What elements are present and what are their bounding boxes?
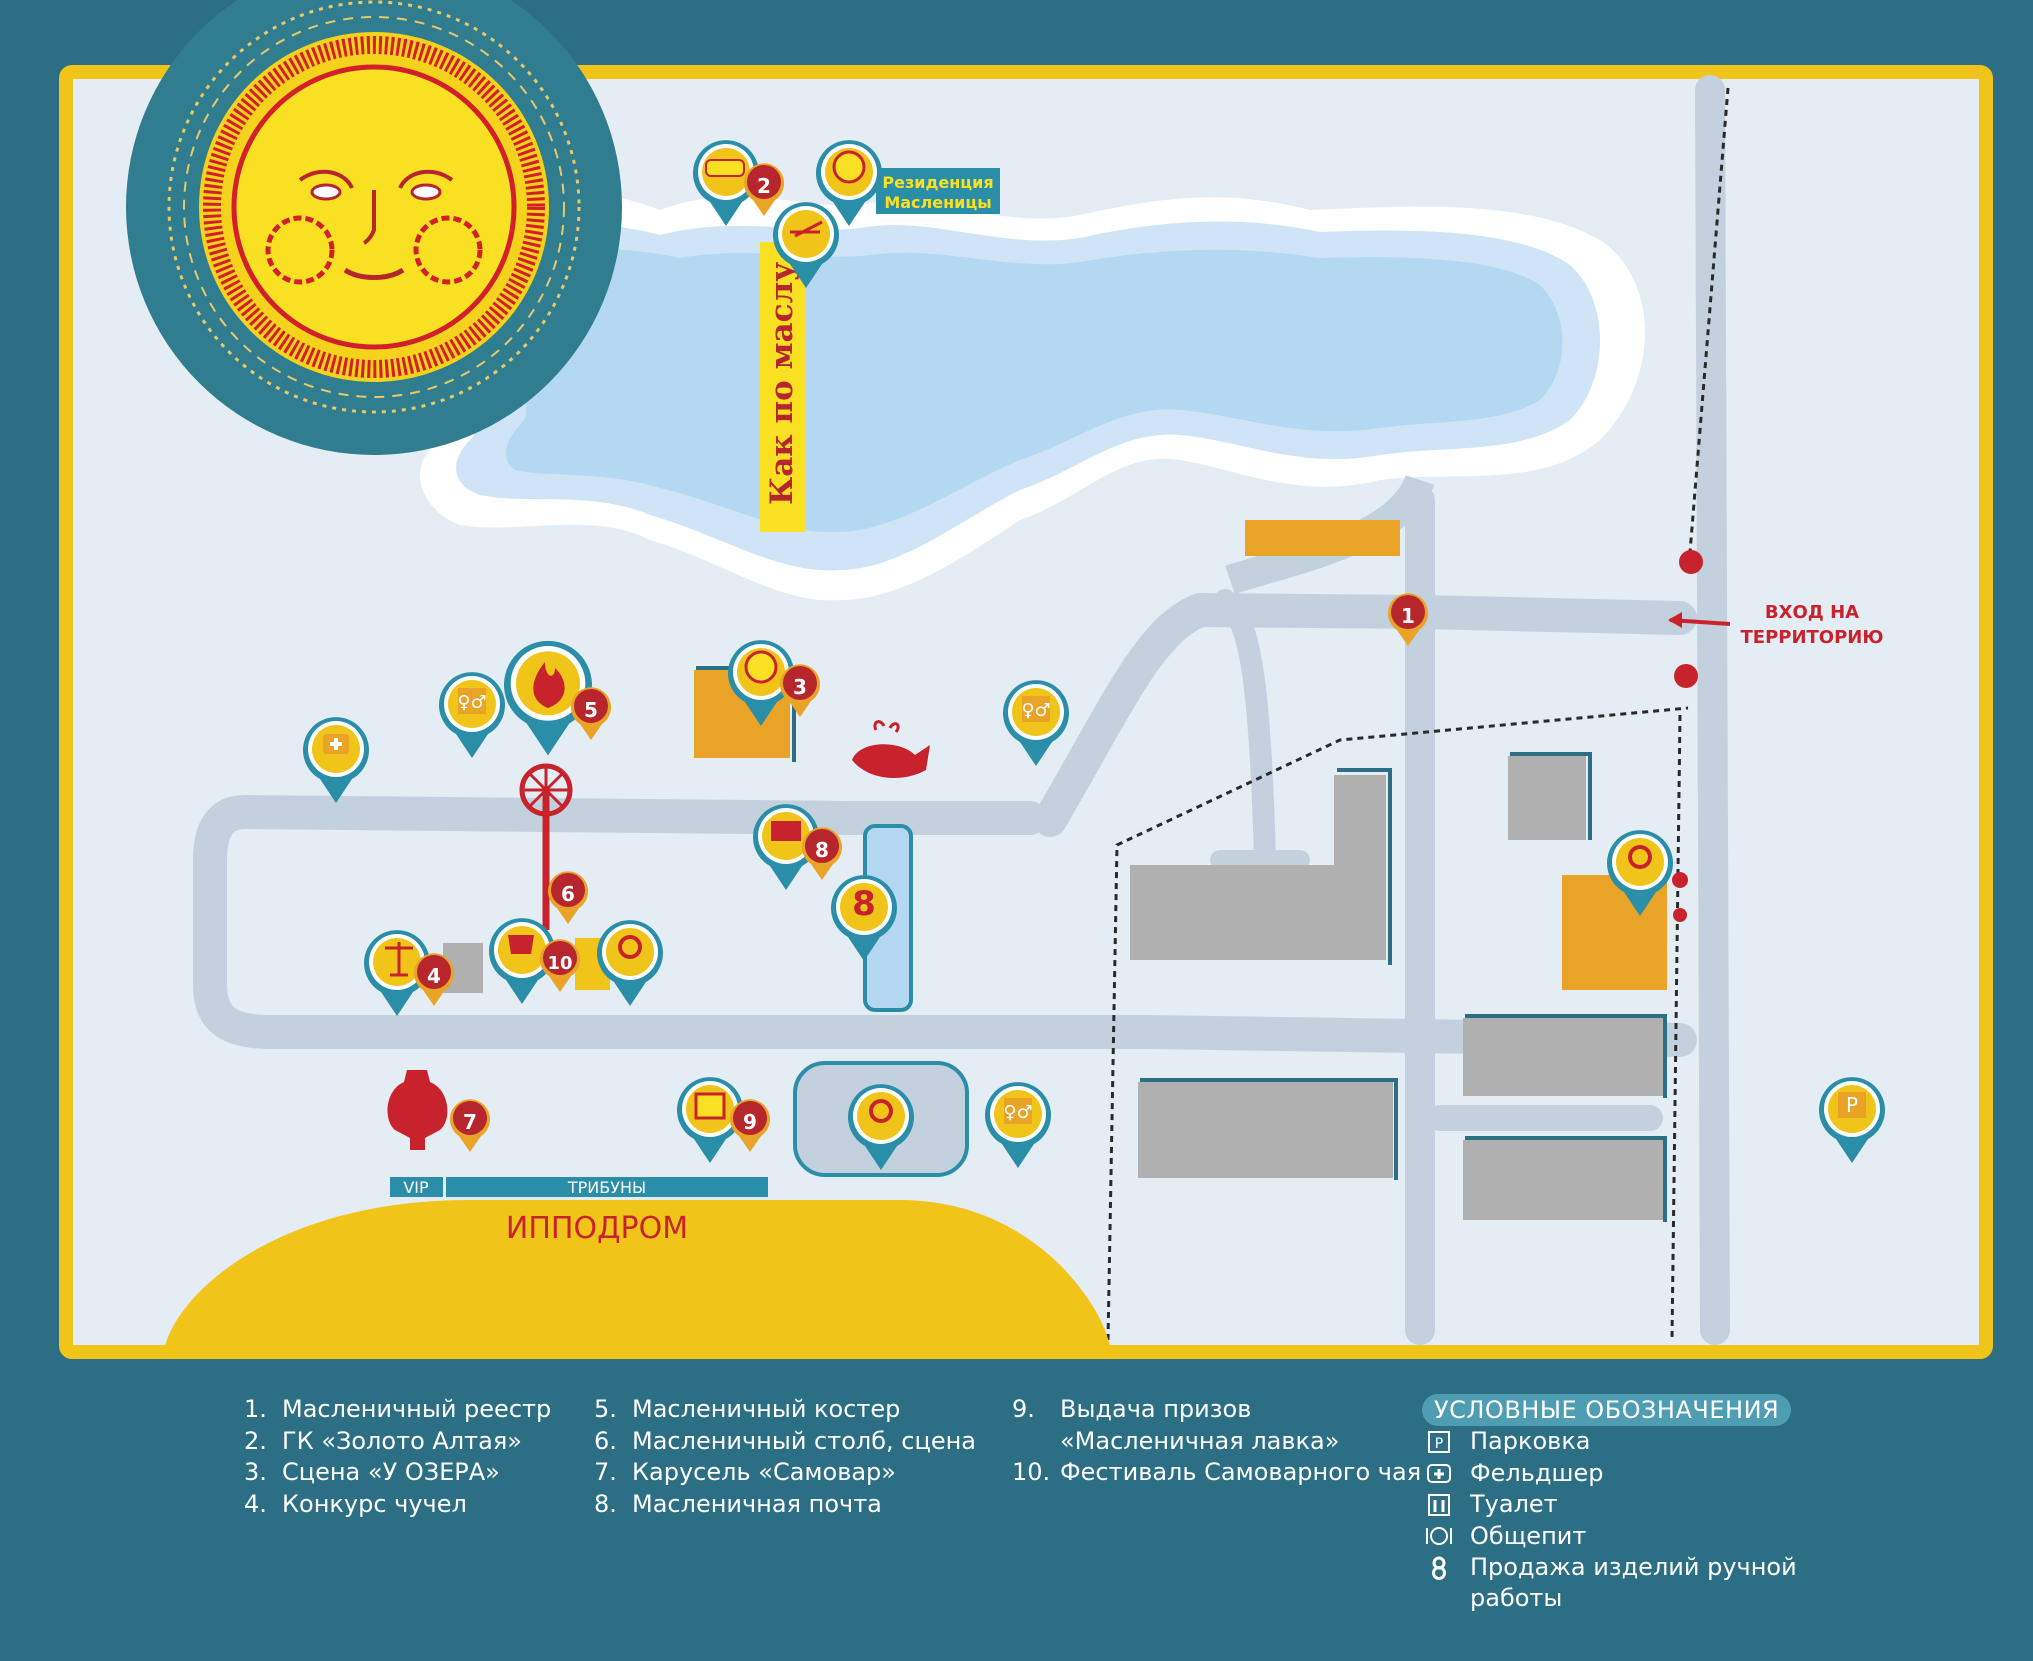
svg-text:5: 5 — [584, 698, 598, 722]
railway — [1106, 87, 1730, 1341]
legend-column-2: 5.Масленичный костер 6.Масленичный столб… — [594, 1394, 976, 1520]
symbol-row-food: Общепит — [1422, 1521, 1800, 1553]
sun-emblem — [126, 0, 622, 455]
svg-text:6: 6 — [561, 882, 575, 906]
attraction-pin-7[interactable]: 7 — [450, 1099, 490, 1152]
entrance-dots — [1672, 550, 1703, 922]
legend-item: 1.Масленичный реестр — [244, 1395, 552, 1423]
residence-label-line2: Масленицы — [884, 193, 991, 212]
pin-medic[interactable] — [303, 717, 369, 803]
teacup-icon — [508, 935, 534, 954]
legend-item: 5.Масленичный костер — [594, 1395, 901, 1423]
entrance-label-line1: ВХОД НА — [1765, 602, 1859, 623]
hippodrome — [165, 1200, 1110, 1346]
legend-item: 6.Масленичный столб, сцена — [594, 1426, 977, 1455]
legend-item: 8.Масленичная почта — [594, 1489, 882, 1518]
hippodrome-label: ИППОДРОМ — [506, 1211, 688, 1246]
entrance-label-line2: ТЕРРИТОРИЮ — [1741, 627, 1884, 648]
attraction-pin-3[interactable]: 3 — [728, 640, 820, 726]
legend-item: 2.ГК «Золото Алтая» — [244, 1426, 522, 1455]
attraction-pin-8[interactable]: 8 — [753, 804, 842, 890]
legend-column-3: 9.Выдача призов «Масленичная лавка» 10.Ф… — [1012, 1394, 1421, 1489]
attraction-pin-5[interactable]: 5 — [504, 640, 611, 756]
parking-icon: P — [1422, 1430, 1456, 1453]
pin-food-3[interactable] — [1607, 830, 1673, 916]
whale-icon — [852, 720, 930, 779]
svg-text:8: 8 — [852, 884, 876, 924]
svg-text:3: 3 — [793, 675, 807, 699]
vip-stand — [390, 1177, 443, 1197]
symbols-legend-title: УСЛОВНЫЕ ОБОЗНАЧЕНИЯ — [1422, 1394, 1792, 1426]
pin-food-1[interactable] — [597, 920, 663, 1006]
legend-column-1: 1.Масленичный реестр 2.ГК «Золото Алтая»… — [244, 1394, 551, 1520]
attraction-pin-9[interactable]: 9 — [677, 1077, 770, 1163]
svg-text:4: 4 — [427, 964, 441, 988]
legend-item: 10.Фестиваль Самоварного чая — [1012, 1458, 1422, 1486]
attraction-pin-2[interactable]: 2 — [693, 140, 784, 227]
symbol-row-parking: P Парковка — [1422, 1426, 1800, 1458]
svg-text:7: 7 — [463, 1110, 477, 1134]
pin-handicraft[interactable]: 8 — [831, 875, 897, 961]
svg-text:♀♂: ♀♂ — [457, 692, 486, 713]
svg-text:♀♂: ♀♂ — [1003, 1102, 1032, 1123]
festival-pole — [519, 763, 573, 930]
buildings — [443, 520, 1667, 1222]
gift-icon — [694, 1092, 726, 1120]
symbols-legend: УСЛОВНЫЕ ОБОЗНАЧЕНИЯ P Парковка Фельдшер… — [1422, 1394, 1800, 1614]
pin-sled[interactable] — [773, 202, 839, 288]
pin-toilet-3[interactable]: ♀♂ — [985, 1082, 1051, 1168]
attraction-pin-1[interactable]: 1 — [1388, 593, 1428, 646]
svg-text:9: 9 — [743, 1110, 757, 1134]
stands-label: ТРИБУНЫ — [567, 1178, 646, 1197]
gold-bus-icon — [705, 159, 745, 177]
mail-icon — [771, 821, 801, 841]
pin-residence[interactable] — [816, 140, 882, 227]
pin-toilet-1[interactable]: ♀♂ — [439, 672, 505, 758]
svg-text:♀♂: ♀♂ — [1021, 700, 1050, 721]
legend-item: «Масленичная лавка» — [1060, 1426, 1340, 1455]
legend-item: 3.Сцена «У ОЗЕРА» — [244, 1458, 500, 1486]
attraction-pin-6[interactable]: 6 — [548, 871, 588, 924]
bonfire-icon — [533, 662, 565, 708]
legend-item: 4.Конкурс чучел — [244, 1489, 467, 1518]
handicraft-icon — [1422, 1552, 1456, 1580]
pin-toilet-2[interactable]: ♀♂ — [1003, 680, 1069, 766]
svg-text:2: 2 — [757, 174, 771, 198]
svg-text:8: 8 — [815, 838, 829, 862]
svg-text:P: P — [1435, 1436, 1443, 1452]
legend-item: 7.Карусель «Самовар» — [594, 1458, 896, 1486]
legend-item: 9.Выдача призов — [1012, 1395, 1252, 1423]
residence-label-line1: Резиденция — [882, 173, 993, 192]
medic-icon — [1422, 1462, 1456, 1484]
symbol-row-toilet: Туалет — [1422, 1489, 1800, 1521]
attraction-pin-4[interactable]: 4 — [364, 930, 454, 1016]
symbol-row-handicraft: Продажа изделий ручной работы — [1422, 1552, 1800, 1614]
sun-stage-icon — [744, 650, 778, 684]
residence-label-box — [876, 168, 1000, 214]
scarecrow-icon — [385, 942, 413, 977]
attraction-pin-10[interactable]: 10 — [489, 918, 580, 1004]
food-icon — [1422, 1525, 1456, 1547]
pin-parking[interactable]: P — [1819, 1077, 1885, 1163]
stands — [446, 1177, 768, 1197]
slide-banner-label: Как по маслу — [764, 262, 800, 505]
vip-label: VIP — [403, 1178, 429, 1197]
svg-text:P: P — [1846, 1093, 1858, 1117]
pin-food-2[interactable] — [848, 1084, 914, 1170]
symbol-row-medic: Фельдшер — [1422, 1458, 1800, 1490]
slide-banner — [760, 242, 806, 532]
toilet-icon — [1422, 1493, 1456, 1516]
svg-text:1: 1 — [1401, 604, 1415, 628]
svg-text:10: 10 — [547, 953, 572, 974]
samovar-icon — [387, 1070, 448, 1150]
